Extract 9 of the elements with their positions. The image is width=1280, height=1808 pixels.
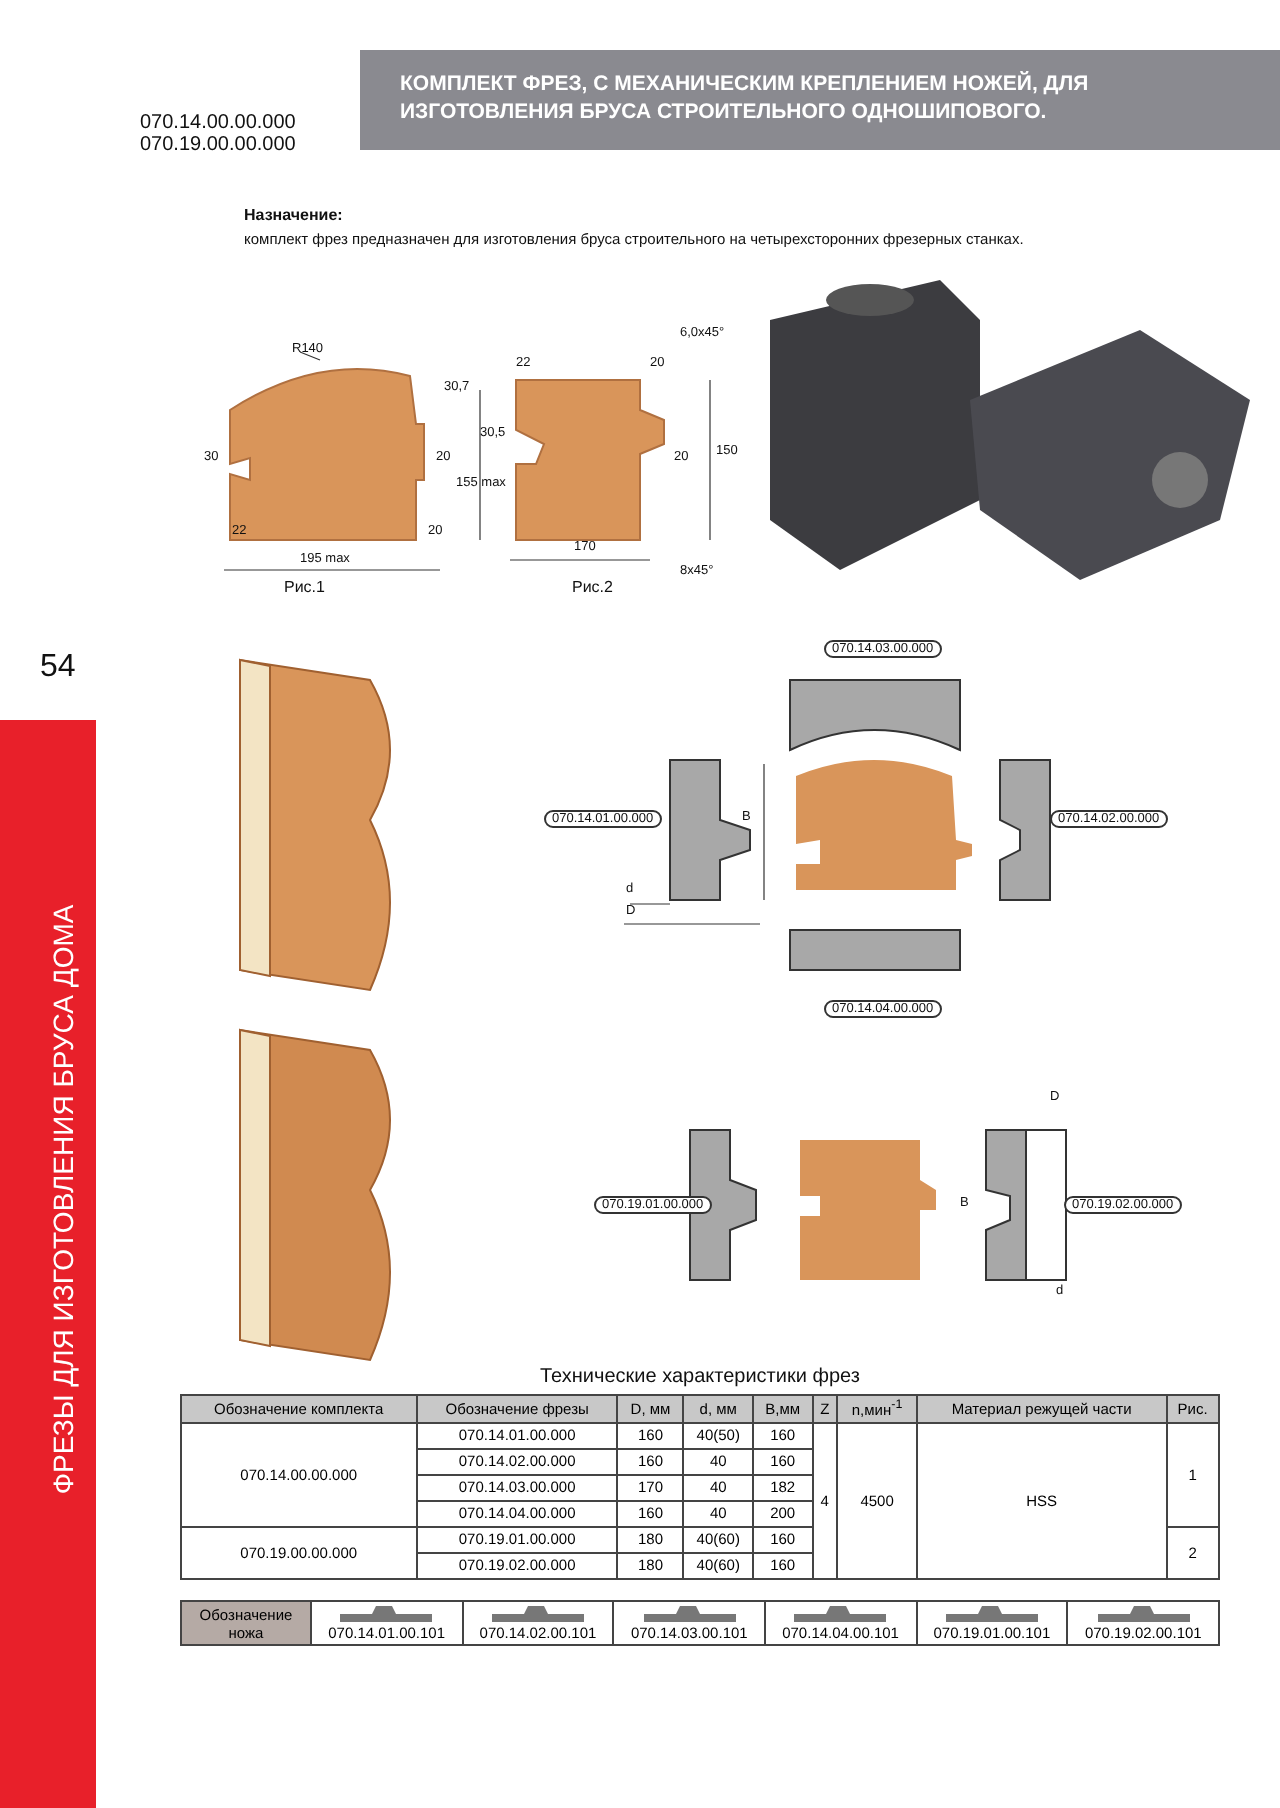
figure-caption: Рис.2 [572,580,613,598]
page-title: КОМПЛЕКТ ФРЕЗ, С МЕХАНИЧЕСКИМ КРЕПЛЕНИЕМ НОЖЕЙ, ДЛЯ ИЗГОТОВЛЕНИЯ БРУСА СТРОИТЕЛЬНОГО ОДНОШИПОВОГО. [400,72,1091,127]
side-band-text: ФРЕЗЫ ДЛЯ ИЗГОТОВЛЕНИЯ БРУСА ДОМА [48,902,80,1499]
figure-caption: Рис.1 [284,580,325,598]
article-number: 070.19.00.00.000 [140,134,296,156]
page-number: 54 [40,650,76,686]
section-heading: Назначение: [244,208,343,226]
table-title: Технические характеристики фрез [540,1366,860,1388]
article-number: 070.14.00.00.000 [140,112,296,134]
